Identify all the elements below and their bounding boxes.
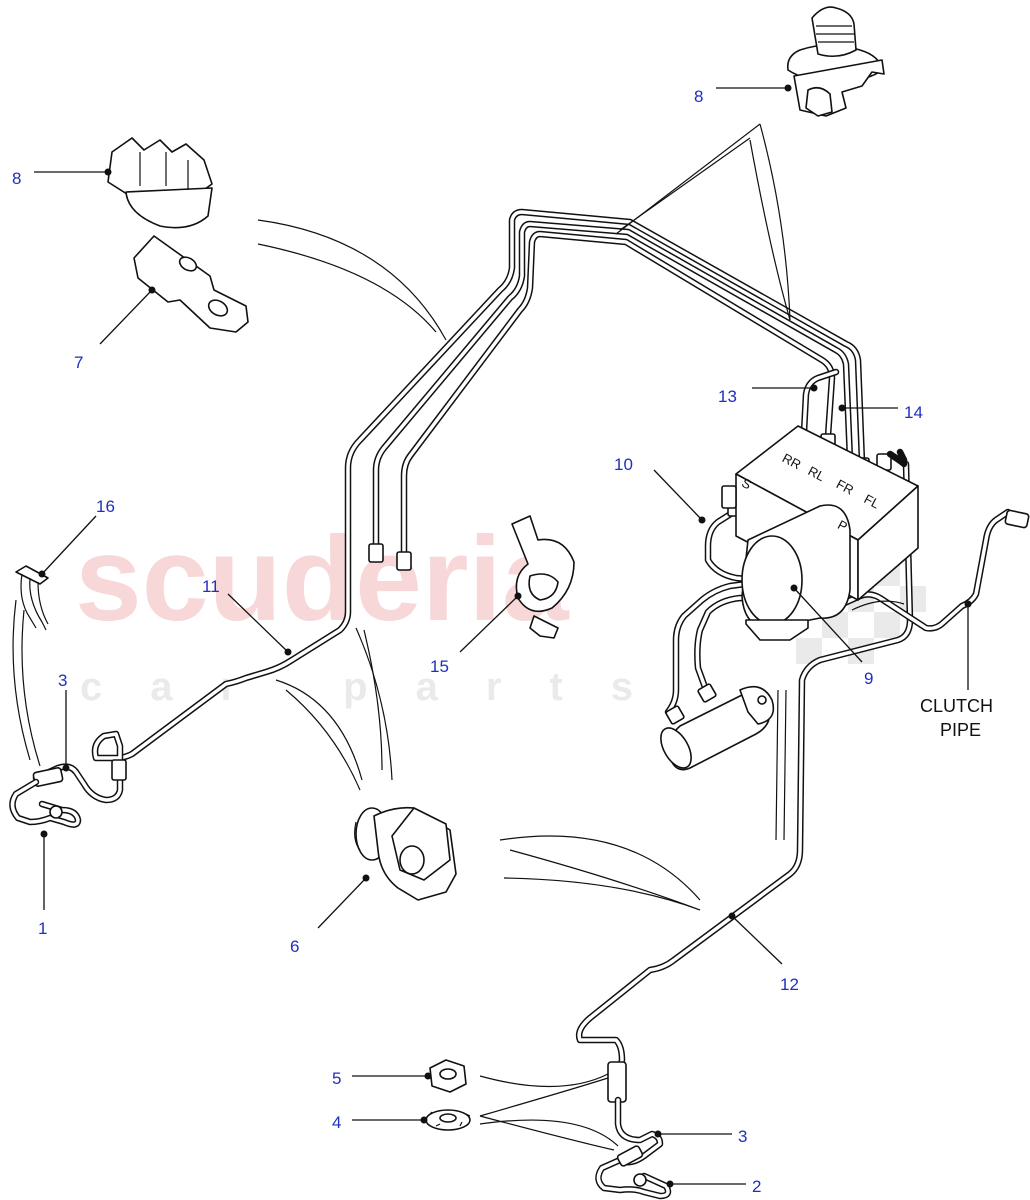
callout-16: 16 <box>96 497 115 516</box>
callout-13: 13 <box>718 387 737 406</box>
watermark-brand: scuderia <box>75 512 570 646</box>
part-spring-clip <box>15 565 49 631</box>
part-clip-left <box>107 137 213 229</box>
clutch-pipe-label-line2: PIPE <box>940 720 981 740</box>
leader-lines <box>34 84 972 1188</box>
callout-3-bottom: 3 <box>738 1127 747 1146</box>
callout-7: 7 <box>74 353 83 372</box>
callout-11: 11 <box>202 577 220 596</box>
callout-3-left: 3 <box>58 671 67 690</box>
part-washer <box>425 1109 471 1131</box>
part-clip-top <box>786 6 885 117</box>
callout-6: 6 <box>290 937 299 956</box>
callout-15: 15 <box>430 657 449 676</box>
left-hose-assembly <box>9 730 127 828</box>
callout-8-left: 8 <box>12 169 21 188</box>
port-label-fr: FR <box>834 476 856 497</box>
port-label-rl: RL <box>806 463 828 484</box>
abs-modulator: RR RL FR FL S P <box>721 425 919 641</box>
sweep-lines <box>12 123 905 1151</box>
callout-5: 5 <box>332 1069 341 1088</box>
pipes-to-master-cylinder <box>664 501 829 725</box>
part-pipe-clamp <box>511 515 575 639</box>
callout-8-top: 8 <box>694 87 703 106</box>
callout-labels: 8 8 7 16 11 3 1 15 6 13 14 10 9 12 5 4 3… <box>12 87 923 1196</box>
callout-4: 4 <box>332 1113 341 1132</box>
callout-2: 2 <box>752 1177 761 1196</box>
callout-10: 10 <box>614 455 633 474</box>
port-label-fl: FL <box>862 491 882 511</box>
watermark-subtitle: car parts <box>80 665 681 709</box>
callout-9: 9 <box>864 669 873 688</box>
pipe-bundle-upper <box>114 208 866 762</box>
clutch-pipe-annotation: CLUTCH PIPE <box>920 696 993 740</box>
callout-14: 14 <box>904 403 923 422</box>
part-bracket <box>133 235 249 333</box>
part-nut <box>429 1059 467 1093</box>
rear-hose-assembly <box>595 1061 672 1200</box>
callout-12: 12 <box>780 975 799 994</box>
part-grommet <box>354 806 457 901</box>
clutch-pipe-label-line1: CLUTCH <box>920 696 993 716</box>
master-cylinder <box>660 685 775 771</box>
callout-1: 1 <box>38 919 47 938</box>
